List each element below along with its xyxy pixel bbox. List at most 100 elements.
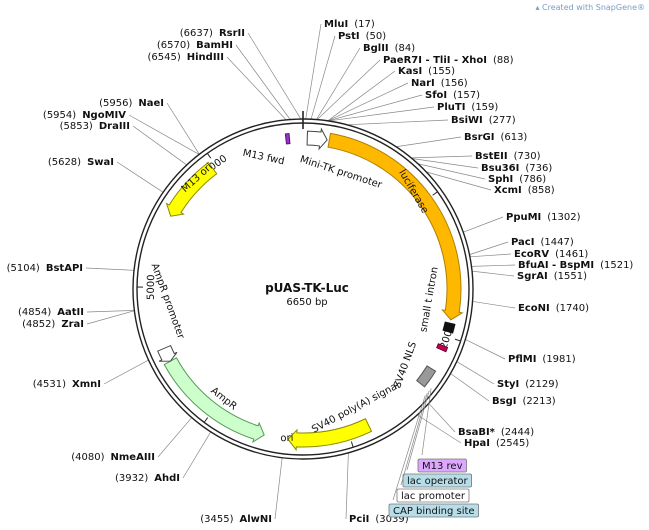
site-sfoi[interactable]: SfoI(157) <box>425 90 480 101</box>
site-hindiii[interactable]: HindIII(6545) <box>147 52 224 63</box>
site-position: (5853) <box>60 121 93 132</box>
site-name: NgoMIV <box>82 110 126 121</box>
boxed-leader-line <box>406 390 430 471</box>
feature-arc-ampr[interactable] <box>163 357 265 444</box>
site-swai[interactable]: SwaI(5628) <box>48 157 114 168</box>
site-name: PacI <box>511 237 534 248</box>
site-leader-line <box>346 119 449 126</box>
plasmid-length: 6650 bp <box>286 297 327 308</box>
site-name: PpuMI <box>506 212 541 223</box>
tick-mark <box>203 417 209 423</box>
site-nmeaiii[interactable]: NmeAIII(4080) <box>71 452 155 463</box>
feature-arc-sv40-nls[interactable] <box>436 343 449 353</box>
site-bfuai-bspmi[interactable]: BfuAI - BspMI(1521) <box>518 260 633 271</box>
site-sgrai[interactable]: SgrAI(1551) <box>517 271 587 282</box>
site-leader-line <box>274 457 283 520</box>
site-position: (156) <box>441 78 468 89</box>
site-bsgi[interactable]: BsgI(2213) <box>492 396 556 407</box>
site-rsrii[interactable]: RsrII(6637) <box>180 28 245 39</box>
site-psti[interactable]: PstI(50) <box>338 31 386 42</box>
site-leader-line <box>472 301 516 309</box>
site-leader-line <box>328 106 435 122</box>
site-xmni[interactable]: XmnI(4531) <box>33 379 101 390</box>
site-position: (1551) <box>554 271 587 282</box>
site-ngomiv[interactable]: NgoMIV (5954) <box>43 110 126 121</box>
site-aatii[interactable]: AatII(4854) <box>18 307 84 318</box>
site-leader-line <box>305 23 322 120</box>
site-pluti[interactable]: PluTI(159) <box>437 102 498 113</box>
site-ecorv[interactable]: EcoRV(1461) <box>514 249 588 260</box>
site-econi[interactable]: EcoNI(1740) <box>518 303 589 314</box>
site-position: (1302) <box>547 212 580 223</box>
tick-mark <box>454 338 461 342</box>
boxed-label-m13-rev[interactable]: M13 rev <box>417 458 467 473</box>
site-ppumi[interactable]: PpuMI (1302) <box>506 212 581 223</box>
site-position: (3455) <box>200 514 233 525</box>
site-position: (2129) <box>525 379 558 390</box>
site-alwni[interactable]: AlwNI(3455) <box>200 514 272 525</box>
site-xcmi[interactable]: XcmI(858) <box>494 185 555 196</box>
site-position: (858) <box>528 185 555 196</box>
feature-arc-mini-tk-promoter[interactable] <box>306 127 328 151</box>
site-position: (730) <box>514 151 541 162</box>
feature-arc-m13-ori[interactable] <box>165 161 218 217</box>
snapgene-logo-icon: ▴ <box>535 3 543 12</box>
feature-arc-ampr-promoter[interactable] <box>157 344 178 362</box>
site-naei[interactable]: NaeI(5956) <box>99 98 164 109</box>
site-position: (4080) <box>71 452 104 463</box>
site-pcii[interactable]: PciI(3039) <box>349 514 409 525</box>
site-mlui[interactable]: MluI(17) <box>324 19 375 30</box>
site-position: (3932) <box>115 473 148 484</box>
site-bglii[interactable]: BglII(84) <box>363 43 415 54</box>
site-ahdi[interactable]: AhdI(3932) <box>115 473 180 484</box>
site-name: BsgI <box>492 396 516 407</box>
site-name: HpaI <box>464 438 490 449</box>
site-bsiwi[interactable]: BsiWI(277) <box>451 115 516 126</box>
site-bsu36i[interactable]: Bsu36I (736) <box>481 163 552 174</box>
site-kasi[interactable]: KasI(155) <box>398 66 455 77</box>
site-nari[interactable]: NarI(156) <box>411 78 468 89</box>
feature-arc-m13-fwd[interactable] <box>284 133 291 145</box>
boxed-label-cap-binding-site[interactable]: CAP binding site <box>388 503 479 518</box>
boxed-label-lac-operator[interactable]: lac operator <box>402 473 472 488</box>
tick-mark <box>350 441 354 448</box>
site-name: BstAPI <box>46 263 83 274</box>
site-position: (2444) <box>501 427 534 438</box>
site-bsrgi[interactable]: BsrGI(613) <box>464 132 527 143</box>
site-paer7i-tlii-xhoi[interactable]: PaeR7I - TliI - XhoI(88) <box>383 55 514 66</box>
site-bsteii[interactable]: BstEII(730) <box>475 151 541 162</box>
site-sphi[interactable]: SphI(786) <box>488 174 546 185</box>
site-leader-line <box>428 403 456 433</box>
boxed-leader-line <box>392 395 426 501</box>
feature-label-ori: ori <box>280 433 293 444</box>
site-draiii[interactable]: DraIII(5853) <box>60 121 130 132</box>
boxed-label-lac-promoter[interactable]: lac promoter <box>396 488 470 503</box>
feature-arc-sv40-poly-a-signal[interactable] <box>416 365 437 388</box>
site-leader-line <box>417 414 462 444</box>
site-bsabi[interactable]: BsaBI*(2444) <box>458 427 534 438</box>
site-position: (6545) <box>147 52 180 63</box>
site-position: (1447) <box>540 237 573 248</box>
feature-arc-luciferase[interactable] <box>327 132 464 321</box>
site-name: MluI <box>324 19 348 30</box>
site-position: (736) <box>525 163 552 174</box>
site-bstapi[interactable]: BstAPI(5104) <box>7 263 83 274</box>
site-hpai[interactable]: HpaI(2545) <box>464 438 529 449</box>
feature-arc-small-t-intron[interactable] <box>442 321 456 334</box>
site-bamhi[interactable]: BamHI(6570) <box>157 40 233 51</box>
site-zrai[interactable]: ZraI(4852) <box>22 319 84 330</box>
site-styi[interactable]: StyI(2129) <box>497 379 559 390</box>
site-name: PaeR7I - TliI - XhoI <box>383 55 487 66</box>
site-paci[interactable]: PacI (1447) <box>511 237 574 248</box>
feature-label-m13fwd: M13 fwd <box>242 148 286 168</box>
site-name: PciI <box>349 514 369 525</box>
site-position: (5954) <box>43 110 76 121</box>
boxed-label-text: lac promoter <box>401 491 466 502</box>
site-name: Bsu36I <box>481 163 519 174</box>
site-leader-line <box>316 47 361 120</box>
feature-arc-ori[interactable] <box>287 418 373 452</box>
feature-arcs <box>157 127 464 452</box>
site-leader-line <box>411 158 479 169</box>
site-pflmi[interactable]: PflMI(1981) <box>508 354 576 365</box>
site-leader-line <box>395 136 462 148</box>
